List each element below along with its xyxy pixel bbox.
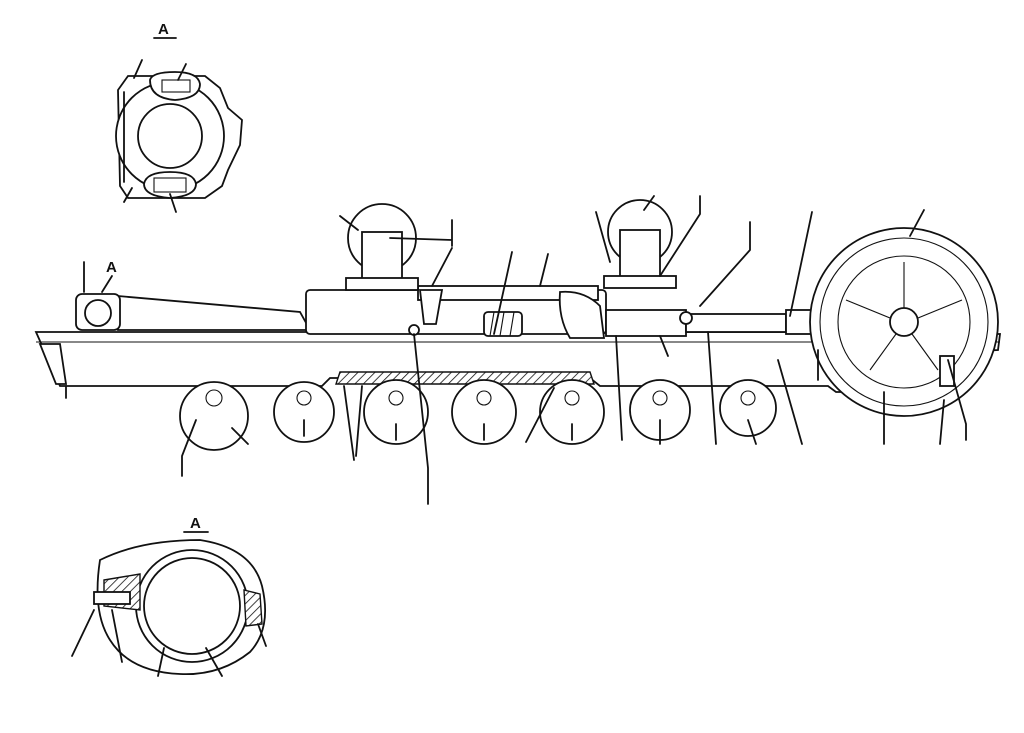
leader-rod-pin [699, 221, 751, 307]
bearing-bore [137, 103, 203, 169]
track-roller-1 [179, 381, 249, 451]
leaders-idler-bottom [777, 359, 967, 445]
leaders-carrier-2 [595, 195, 701, 277]
push-rod-block [605, 309, 687, 337]
idler-web [837, 255, 971, 389]
carrier-roller-2-base [603, 275, 677, 289]
idler-hub [889, 307, 919, 337]
leader-top-2 [177, 63, 187, 81]
view-label-top: A [158, 21, 169, 38]
leaders-idler-top [789, 209, 925, 381]
upper-clamp [149, 71, 201, 101]
push-rod [685, 313, 787, 333]
track-roller-3 [363, 379, 429, 445]
detail-view-a-top: A [115, 21, 243, 213]
leader-top-3 [123, 187, 133, 203]
track-roller-7-hub [740, 390, 756, 406]
leaders-roller-4-5 [413, 333, 573, 505]
pivot-shaft [117, 295, 312, 331]
leaders-roller-2-3 [303, 385, 397, 461]
spring-coil-2 [499, 311, 505, 337]
left-end-bracket [38, 343, 68, 385]
track-roller-2-hub [296, 390, 312, 406]
track-roller-5 [539, 379, 605, 445]
leaders-roller-1 [181, 419, 249, 477]
leaders-roller-6-7 [659, 419, 757, 445]
track-roller-4 [451, 379, 517, 445]
spring-coil-3 [509, 311, 515, 337]
track-roller-7 [719, 379, 777, 437]
rod-pin [679, 311, 693, 325]
carrier-roller-2-stand [619, 229, 661, 285]
housing-cap [417, 285, 599, 301]
view-marker-main: A [106, 259, 117, 276]
idler-scraper [939, 355, 955, 387]
front-idler-wheel [809, 227, 999, 417]
track-roller-4-hub [476, 390, 492, 406]
leaders-carrier-1 [339, 215, 453, 287]
bottom-view-leaders [71, 609, 267, 677]
main-assembly: A [34, 195, 1002, 505]
spring-coil-1 [489, 311, 495, 337]
right-hatched-block [243, 589, 263, 627]
detail-view-a-bottom: A [71, 515, 267, 677]
section-tube-inner [143, 557, 241, 655]
leaders-housing [493, 251, 549, 335]
yoke-assembly [558, 290, 606, 339]
pivot-bore [84, 299, 112, 327]
leader-top-4 [169, 193, 177, 213]
track-roller-2 [273, 381, 335, 443]
idler-spokes [845, 262, 963, 371]
beam-hatched-plate [335, 371, 595, 385]
leaders-rod [615, 331, 717, 445]
leader-top-1 [133, 59, 143, 79]
track-roller-3-hub [388, 390, 404, 406]
leader-pivot-2 [101, 275, 113, 293]
main-view-leaders [181, 195, 967, 505]
upper-clamp-bolt [161, 79, 191, 93]
track-roller-6-hub [652, 390, 668, 406]
lower-clamp-bolt [153, 177, 187, 193]
track-roller-5-hub [564, 390, 580, 406]
housing-bracket [418, 289, 444, 325]
idler-rim-inner [819, 237, 989, 407]
section-bolt [93, 591, 131, 605]
carrier-roller-1-base [345, 277, 419, 291]
track-frame-beam [34, 331, 1002, 393]
track-rollers [179, 379, 777, 451]
track-roller-1-hub [205, 389, 223, 407]
view-label-bottom: A [190, 515, 201, 532]
